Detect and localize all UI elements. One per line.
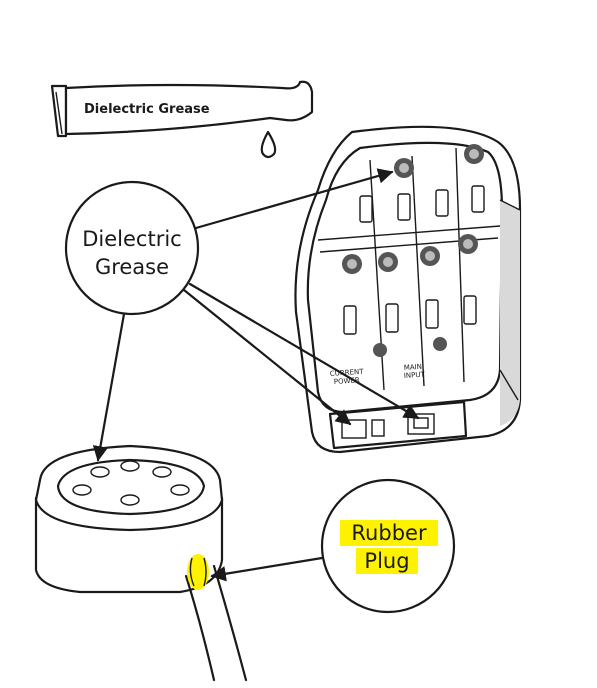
callout-grease-line1: Dielectric [82,227,181,251]
port-label-right-1: MAIN [404,363,423,372]
grease-drop-icon [260,130,277,159]
callout-dielectric-grease: Dielectric Grease [64,180,200,316]
arrow-to-rubber-plug [210,556,324,582]
port-label-left-1: CURRENT [330,368,365,378]
arrow-to-right-port [188,282,420,420]
spring-terminal-icon [342,144,484,357]
port-label-left-2: POWER [334,376,361,386]
arrow-to-left-port [182,288,352,426]
callout-rubber-plug: Rubber Plug [320,478,456,614]
callout-grease-line2: Grease [95,255,169,279]
controller-housing: CURRENT POWER MAIN INPUT [294,125,522,454]
callout-plug-line1: Rubber [351,521,427,545]
grease-arrows [92,168,420,462]
tube-label: Dielectric Grease [84,102,210,117]
grease-tube: Dielectric Grease [50,80,314,159]
callout-plug-line2: Plug [364,549,409,573]
round-connector [34,444,248,682]
arrow-to-spring-terminal [194,168,394,230]
port-label-right-2: INPUT [404,371,426,380]
arrow-to-connector [92,312,126,462]
